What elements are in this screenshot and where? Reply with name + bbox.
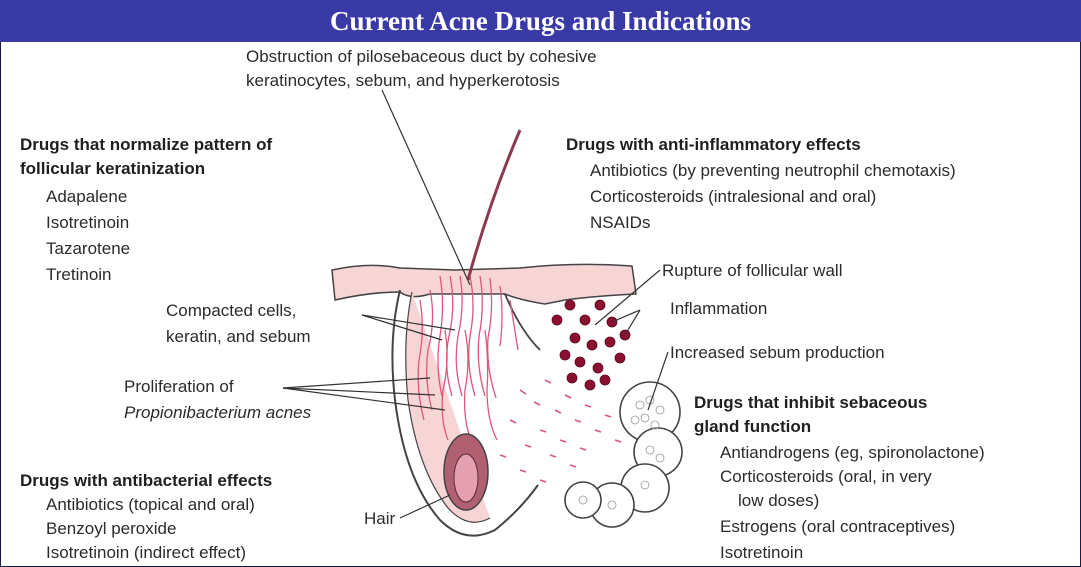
antibacterial-item: Antibiotics (topical and oral)	[46, 494, 255, 516]
skin-surface	[332, 264, 636, 304]
hair-label: Hair	[364, 508, 395, 530]
proliferation-label-2: Propionibacterium acnes	[124, 402, 311, 424]
compacted-label-2: keratin, and sebum	[166, 326, 311, 348]
rupture-label: Rupture of follicular wall	[662, 260, 842, 282]
sebaceous-heading-2: gland function	[694, 416, 811, 438]
figure-title: Current Acne Drugs and Indications	[0, 0, 1081, 42]
anti-inflammatory-heading: Drugs with anti-inflammatory effects	[566, 134, 861, 156]
sebum-production-label: Increased sebum production	[670, 342, 885, 364]
keratinization-heading-1: Drugs that normalize pattern of	[20, 134, 272, 156]
anti-inflammatory-item: Antibiotics (by preventing neutrophil ch…	[590, 160, 956, 182]
sebaceous-heading-1: Drugs that inhibit sebaceous	[694, 392, 927, 414]
sebaceous-item: Estrogens (oral contraceptives)	[720, 516, 955, 538]
keratinization-item: Adapalene	[46, 186, 127, 208]
sebaceous-item: low doses)	[738, 490, 819, 512]
sebaceous-gland	[565, 382, 682, 527]
sebaceous-item: Corticosteroids (oral, in very	[720, 466, 932, 488]
inflammation-cells	[552, 300, 630, 390]
antibacterial-item: Isotretinoin (indirect effect)	[46, 542, 246, 564]
inflammation-label: Inflammation	[670, 298, 767, 320]
keratinization-item: Tretinoin	[46, 264, 112, 286]
keratinization-heading-2: follicular keratinization	[20, 158, 205, 180]
anti-inflammatory-item: Corticosteroids (intralesional and oral)	[590, 186, 876, 208]
hair-shaft	[468, 130, 520, 280]
anti-inflammatory-item: NSAIDs	[590, 212, 650, 234]
bacteria-dashes	[500, 380, 621, 482]
antibacterial-item: Benzoyl peroxide	[46, 518, 176, 540]
keratinization-item: Isotretinoin	[46, 212, 129, 234]
obstruction-label-2: keratinocytes, sebum, and hyperkerotosis	[246, 70, 560, 92]
proliferation-label-1: Proliferation of	[124, 376, 234, 398]
obstruction-label-1: Obstruction of pilosebaceous duct by coh…	[246, 46, 597, 68]
sebaceous-item: Antiandrogens (eg, spironolactone)	[720, 442, 985, 464]
keratinization-item: Tazarotene	[46, 238, 130, 260]
compacted-label-1: Compacted cells,	[166, 300, 296, 322]
sebaceous-item: Isotretinoin	[720, 542, 803, 564]
antibacterial-heading: Drugs with antibacterial effects	[20, 470, 272, 492]
